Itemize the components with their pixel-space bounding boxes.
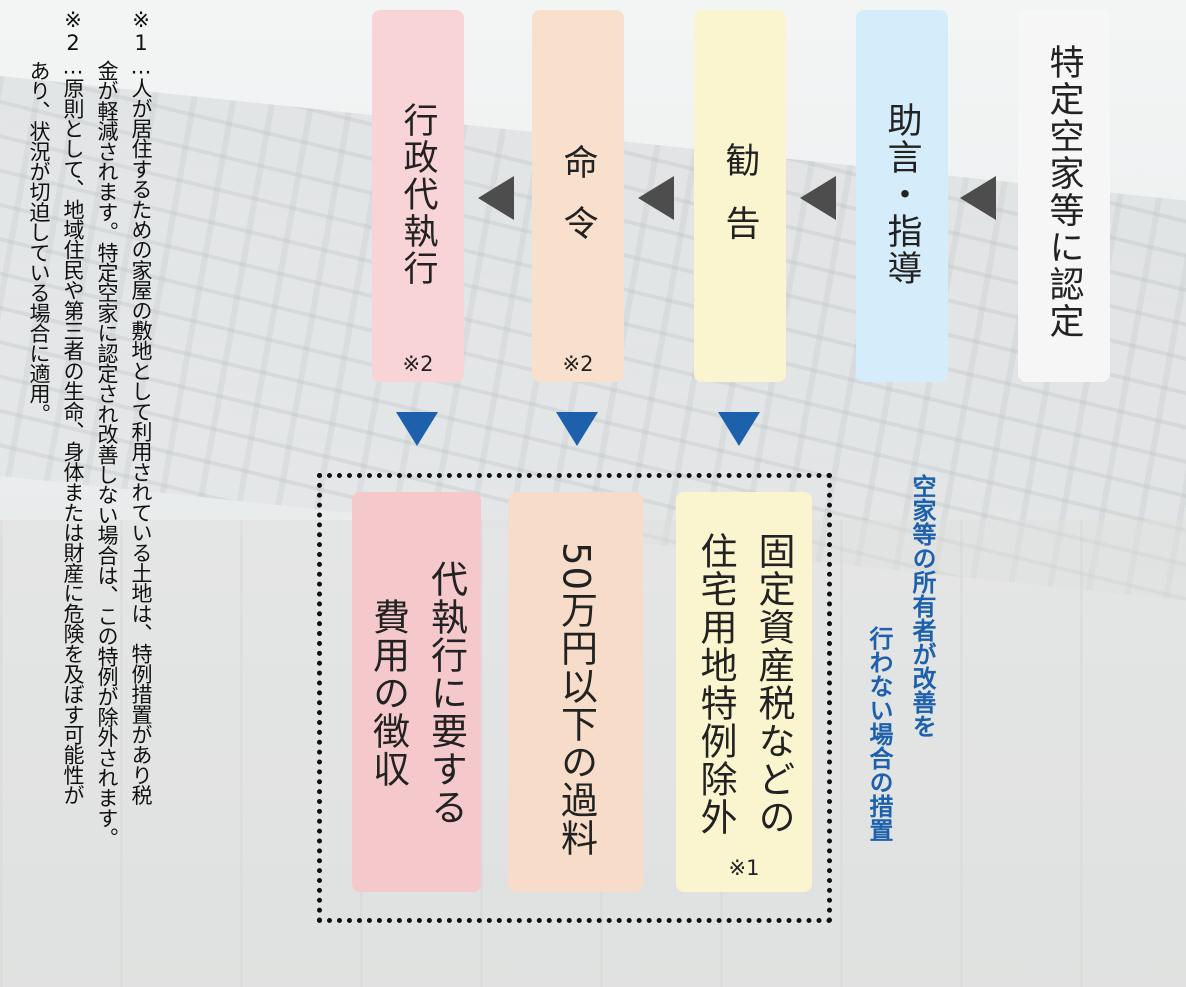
step-advice: 助言・指導 — [856, 10, 948, 382]
measures-caption-line1: 空家等の所有者が改善を — [908, 474, 936, 738]
step-designation-label: 特定空家等に認定 — [1043, 44, 1084, 340]
arrow-down-icon — [396, 412, 438, 446]
measure-fine: 50万円以下の過料 — [508, 492, 643, 892]
measure-cost-line1: 代執行に要する — [424, 560, 468, 826]
measure-cost-line2: 費用の徴収 — [366, 598, 410, 788]
step-execution-note: ※2 — [402, 352, 434, 376]
step-advice-label: 助言・指導 — [881, 102, 922, 287]
footnote-2-line1: ※2…原則として、地域住民や第三者の生命、身体または財産に危険を及ぼす可能性が — [61, 8, 85, 805]
arrow-left-icon — [638, 176, 674, 220]
step-order-label: 命令 — [557, 144, 598, 266]
footnote-1-line1: ※1…人が居住するための家屋の敷地として利用されている土地は、特例措置があり税 — [129, 8, 153, 805]
step-execution-label: 行政代執行 — [397, 102, 438, 287]
arrow-left-icon — [478, 176, 514, 220]
measures-caption: 空家等の所有者が改善を 行わない場合の措置 — [862, 474, 940, 934]
footnotes: ※1…人が居住するための家屋の敷地として利用されている土地は、特例措置があり税 … — [24, 8, 156, 983]
step-order-note: ※2 — [562, 352, 594, 376]
measure-tax-exclusion: 固定資産税などの 住宅用地特例除外 ※1 — [676, 492, 812, 892]
measure-cost-collection: 代執行に要する 費用の徴収 — [352, 492, 481, 892]
measure-tax-line2: 住宅用地特例除外 — [694, 532, 737, 836]
footnote-2-line2: あり、状況が切迫している場合に適用。 — [27, 60, 51, 424]
step-recommendation-label: 勧告 — [719, 142, 760, 268]
arrow-down-icon — [718, 412, 760, 446]
step-designation: 特定空家等に認定 — [1018, 10, 1110, 382]
arrow-left-icon — [960, 176, 996, 220]
measure-fine-label: 50万円以下の過料 — [554, 542, 598, 858]
measure-tax-line1: 固定資産税などの — [752, 532, 795, 836]
arrow-left-icon — [800, 176, 836, 220]
measures-caption-line2: 行わない場合の措置 — [865, 626, 893, 842]
measure-tax-note: ※1 — [728, 856, 760, 880]
step-execution: 行政代執行 ※2 — [372, 10, 464, 382]
measures-group-border — [317, 473, 832, 923]
footnote-1-line2: 金が軽減されます。特定空家に認定され改善しない場合は、この特例が除外されます。 — [95, 60, 119, 848]
arrow-down-icon — [556, 412, 598, 446]
step-order: 命令 ※2 — [532, 10, 624, 382]
step-recommendation: 勧告 — [694, 10, 786, 382]
